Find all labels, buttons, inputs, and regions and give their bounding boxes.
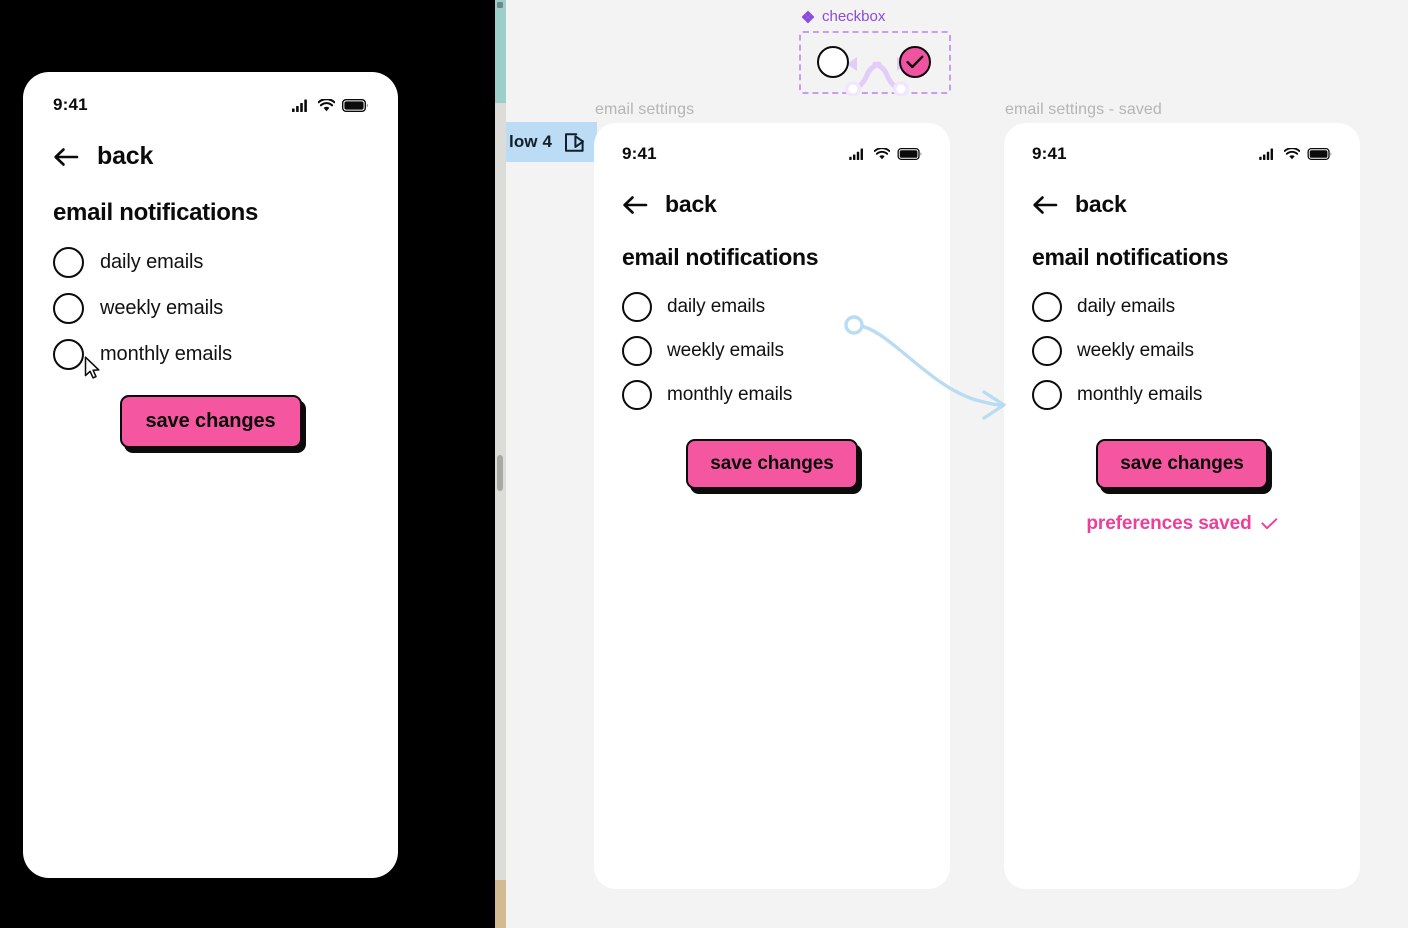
option-label: weekly emails	[1077, 340, 1194, 361]
frame-label-email-settings-saved[interactable]: email settings - saved	[1005, 101, 1162, 118]
option-row-daily[interactable]: daily emails	[1032, 285, 1332, 329]
save-button-wrap: save changes	[23, 377, 398, 448]
status-icons	[849, 148, 922, 160]
flow-tab-label: low 4	[509, 132, 553, 151]
preferences-saved-status: preferences saved	[1004, 489, 1360, 535]
save-changes-button[interactable]: save changes	[1096, 439, 1268, 489]
option-label: monthly emails	[100, 342, 232, 365]
email-options-list: daily emails weekly emails monthly email…	[23, 227, 398, 377]
save-button-wrap: save changes	[594, 417, 950, 489]
check-icon	[1261, 518, 1277, 530]
email-options-list: daily emails weekly emails monthly email…	[594, 271, 950, 417]
back-label: back	[97, 142, 154, 170]
checkbox-component-group[interactable]: checkbox	[799, 8, 951, 96]
frame-label-email-settings[interactable]: email settings	[595, 101, 695, 118]
wifi-icon	[874, 148, 890, 160]
arrow-left-icon[interactable]	[622, 195, 648, 215]
rail-segment-grey	[495, 103, 506, 880]
email-options-list: daily emails weekly emails monthly email…	[1004, 271, 1360, 417]
option-label: monthly emails	[1077, 384, 1203, 405]
option-row-monthly[interactable]: monthly emails	[1032, 373, 1332, 417]
nav-back-row[interactable]: back	[594, 169, 950, 218]
section-title: email notifications	[1032, 244, 1229, 270]
section-title: email notifications	[622, 244, 819, 270]
preview-phone-screen: 9:41	[23, 72, 398, 878]
nav-back-row[interactable]: back	[1004, 169, 1360, 218]
status-bar: 9:41	[23, 72, 398, 120]
option-label: monthly emails	[667, 384, 793, 405]
option-row-weekly[interactable]: weekly emails	[622, 329, 922, 373]
check-icon	[906, 55, 924, 69]
status-clock: 9:41	[1032, 144, 1067, 163]
status-bar: 9:41	[1004, 123, 1360, 169]
option-label: daily emails	[667, 296, 766, 317]
save-changes-button[interactable]: save changes	[686, 439, 858, 489]
checkbox-daily-emails[interactable]	[622, 292, 652, 322]
checkbox-state-unchecked[interactable]	[817, 46, 849, 78]
rail-dot-icon	[497, 2, 503, 8]
back-label: back	[665, 191, 717, 217]
option-row-weekly[interactable]: weekly emails	[53, 285, 368, 331]
signal-bars-icon	[849, 148, 863, 160]
option-label: daily emails	[100, 250, 204, 273]
option-row-daily[interactable]: daily emails	[622, 285, 922, 329]
checkbox-state-checked[interactable]	[899, 46, 931, 78]
option-row-weekly[interactable]: weekly emails	[1032, 329, 1332, 373]
option-label: weekly emails	[100, 296, 224, 319]
checkbox-weekly-emails[interactable]	[53, 292, 84, 324]
battery-icon	[342, 98, 368, 112]
battery-icon	[897, 148, 922, 160]
design-canvas[interactable]: low 4 checkbox	[506, 0, 1408, 928]
figma-component-diamond-icon	[801, 10, 815, 23]
present-play-icon[interactable]	[564, 132, 585, 153]
checkbox-monthly-emails[interactable]	[1032, 380, 1062, 410]
status-clock: 9:41	[622, 144, 657, 163]
rail-segment-teal	[495, 0, 506, 103]
frame-email-settings[interactable]: 9:41	[594, 123, 950, 889]
left-rail-strip	[495, 0, 506, 928]
signal-bars-icon	[1259, 148, 1273, 160]
option-label: weekly emails	[667, 340, 784, 361]
nav-back-row[interactable]: back	[23, 120, 398, 171]
save-changes-button[interactable]: save changes	[119, 395, 302, 448]
option-row-monthly[interactable]: monthly emails	[53, 331, 368, 377]
status-icons	[1259, 148, 1332, 160]
checkbox-daily-emails[interactable]	[53, 246, 84, 278]
frame-email-settings-saved[interactable]: 9:41	[1004, 123, 1360, 889]
arrow-left-icon[interactable]	[1032, 195, 1058, 215]
component-label-row: checkbox	[799, 8, 951, 25]
option-label: daily emails	[1077, 296, 1176, 317]
back-label: back	[1075, 191, 1127, 217]
checkbox-monthly-emails[interactable]	[622, 380, 652, 410]
status-clock: 9:41	[53, 95, 88, 114]
component-bounds[interactable]	[799, 31, 951, 96]
checkbox-daily-emails[interactable]	[1032, 292, 1062, 322]
status-bar: 9:41	[594, 123, 950, 169]
save-button-wrap: save changes	[1004, 417, 1360, 489]
wifi-icon	[1284, 148, 1300, 160]
option-row-monthly[interactable]: monthly emails	[622, 373, 922, 417]
section-title: email notifications	[53, 199, 259, 226]
status-badge: preferences saved	[1086, 513, 1252, 534]
flow-tab[interactable]: low 4	[506, 122, 598, 162]
status-icons	[292, 98, 368, 112]
wifi-icon	[318, 98, 335, 111]
signal-bars-icon	[292, 99, 307, 112]
checkbox-weekly-emails[interactable]	[622, 336, 652, 366]
option-row-daily[interactable]: daily emails	[53, 239, 368, 285]
prototype-preview-panel: 9:41	[0, 0, 495, 928]
checkbox-weekly-emails[interactable]	[1032, 336, 1062, 366]
component-name: checkbox	[822, 8, 886, 25]
arrow-left-icon[interactable]	[53, 147, 79, 167]
rail-segment-tan	[495, 880, 506, 928]
rail-scrollbar-handle[interactable]	[497, 455, 503, 491]
mouse-pointer-icon	[84, 356, 100, 379]
checkbox-monthly-emails[interactable]	[53, 338, 84, 370]
battery-icon	[1307, 148, 1332, 160]
